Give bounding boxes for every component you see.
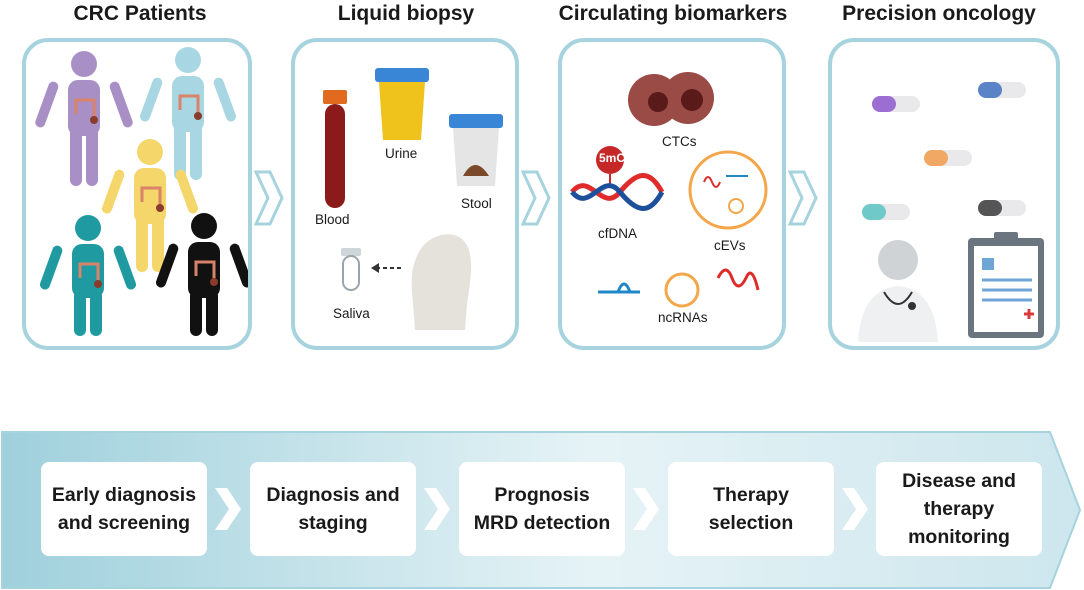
doctor-icon — [858, 240, 938, 342]
step-2-line-2: staging — [298, 512, 368, 534]
step-5-line-3: monitoring — [908, 526, 1010, 548]
step-5-line-2: therapy — [923, 498, 995, 520]
step-chevron-4 — [842, 488, 868, 530]
step-5-line-1: Disease and — [902, 470, 1016, 492]
patient-figure-purple — [35, 51, 133, 186]
step-early-diagnosis: Early diagnosis and screening — [41, 462, 207, 556]
cev-vesicle-icon — [688, 150, 768, 230]
step-4-line-1: Therapy — [713, 484, 789, 506]
step-diagnosis-staging: Diagnosis and staging — [250, 462, 416, 556]
label-urine: Urine — [385, 146, 418, 161]
flow-chevron-3 — [788, 170, 818, 226]
dna-helix-icon — [570, 173, 665, 211]
step-chevron-2 — [424, 488, 450, 530]
ctc-cells-icon — [628, 72, 714, 126]
pill-icons — [862, 82, 1026, 220]
label-ctcs: CTCs — [662, 134, 697, 149]
face-profile-icon — [411, 234, 471, 330]
step-2-line-1: Diagnosis and — [266, 484, 400, 506]
panel-liquid-biopsy: Blood Urine Stool Saliva — [291, 38, 519, 350]
stool-cup-icon — [449, 114, 503, 186]
step-3-line-2: MRD detection — [473, 512, 611, 534]
step-therapy-selection: Therapy selection — [668, 462, 834, 556]
step-1-line-2: and screening — [57, 512, 191, 534]
urine-cup-icon — [375, 68, 429, 140]
stage-title-precision-oncology: Precision oncology — [842, 2, 1036, 25]
clipboard-icon — [968, 232, 1044, 338]
stage-title-liquid-biopsy: Liquid biopsy — [337, 2, 475, 25]
colon-icons — [74, 94, 216, 284]
stage-title-patients: CRC Patients — [73, 2, 207, 25]
step-chevron-3 — [633, 488, 659, 530]
flow-chevron-2 — [521, 170, 551, 226]
arrow-dashed-icon — [371, 263, 401, 273]
tumor-icons — [90, 112, 218, 288]
step-chevron-1 — [215, 488, 241, 530]
patient-figure-teal — [39, 215, 137, 336]
label-cevs: cEVs — [714, 238, 746, 253]
panel-patients — [22, 38, 252, 350]
step-disease-monitoring: Disease and therapy monitoring — [876, 462, 1042, 556]
saliva-tube-icon — [341, 248, 361, 291]
panel-precision-oncology — [828, 38, 1060, 350]
panel-biomarkers: CTCs 5mC cfDNA cEVs ncRNAs — [558, 38, 786, 350]
ncrna-icons — [598, 268, 760, 308]
step-1-line-1: Early diagnosis — [51, 484, 197, 506]
step-4-line-2: selection — [708, 512, 794, 534]
label-saliva: Saliva — [333, 306, 370, 321]
patient-figure-black — [155, 213, 248, 336]
flow-chevron-1 — [254, 170, 284, 226]
label-cfdna: cfDNA — [598, 226, 638, 241]
label-5mc: 5mC — [599, 151, 626, 165]
patient-figure-lightblue — [139, 47, 237, 180]
label-blood: Blood — [315, 212, 350, 227]
blood-tube-icon — [323, 90, 347, 208]
step-3-line-1: Prognosis — [494, 484, 590, 506]
label-ncrnas: ncRNAs — [658, 310, 708, 325]
stage-title-biomarkers: Circulating biomarkers — [558, 2, 788, 25]
label-stool: Stool — [461, 196, 492, 211]
